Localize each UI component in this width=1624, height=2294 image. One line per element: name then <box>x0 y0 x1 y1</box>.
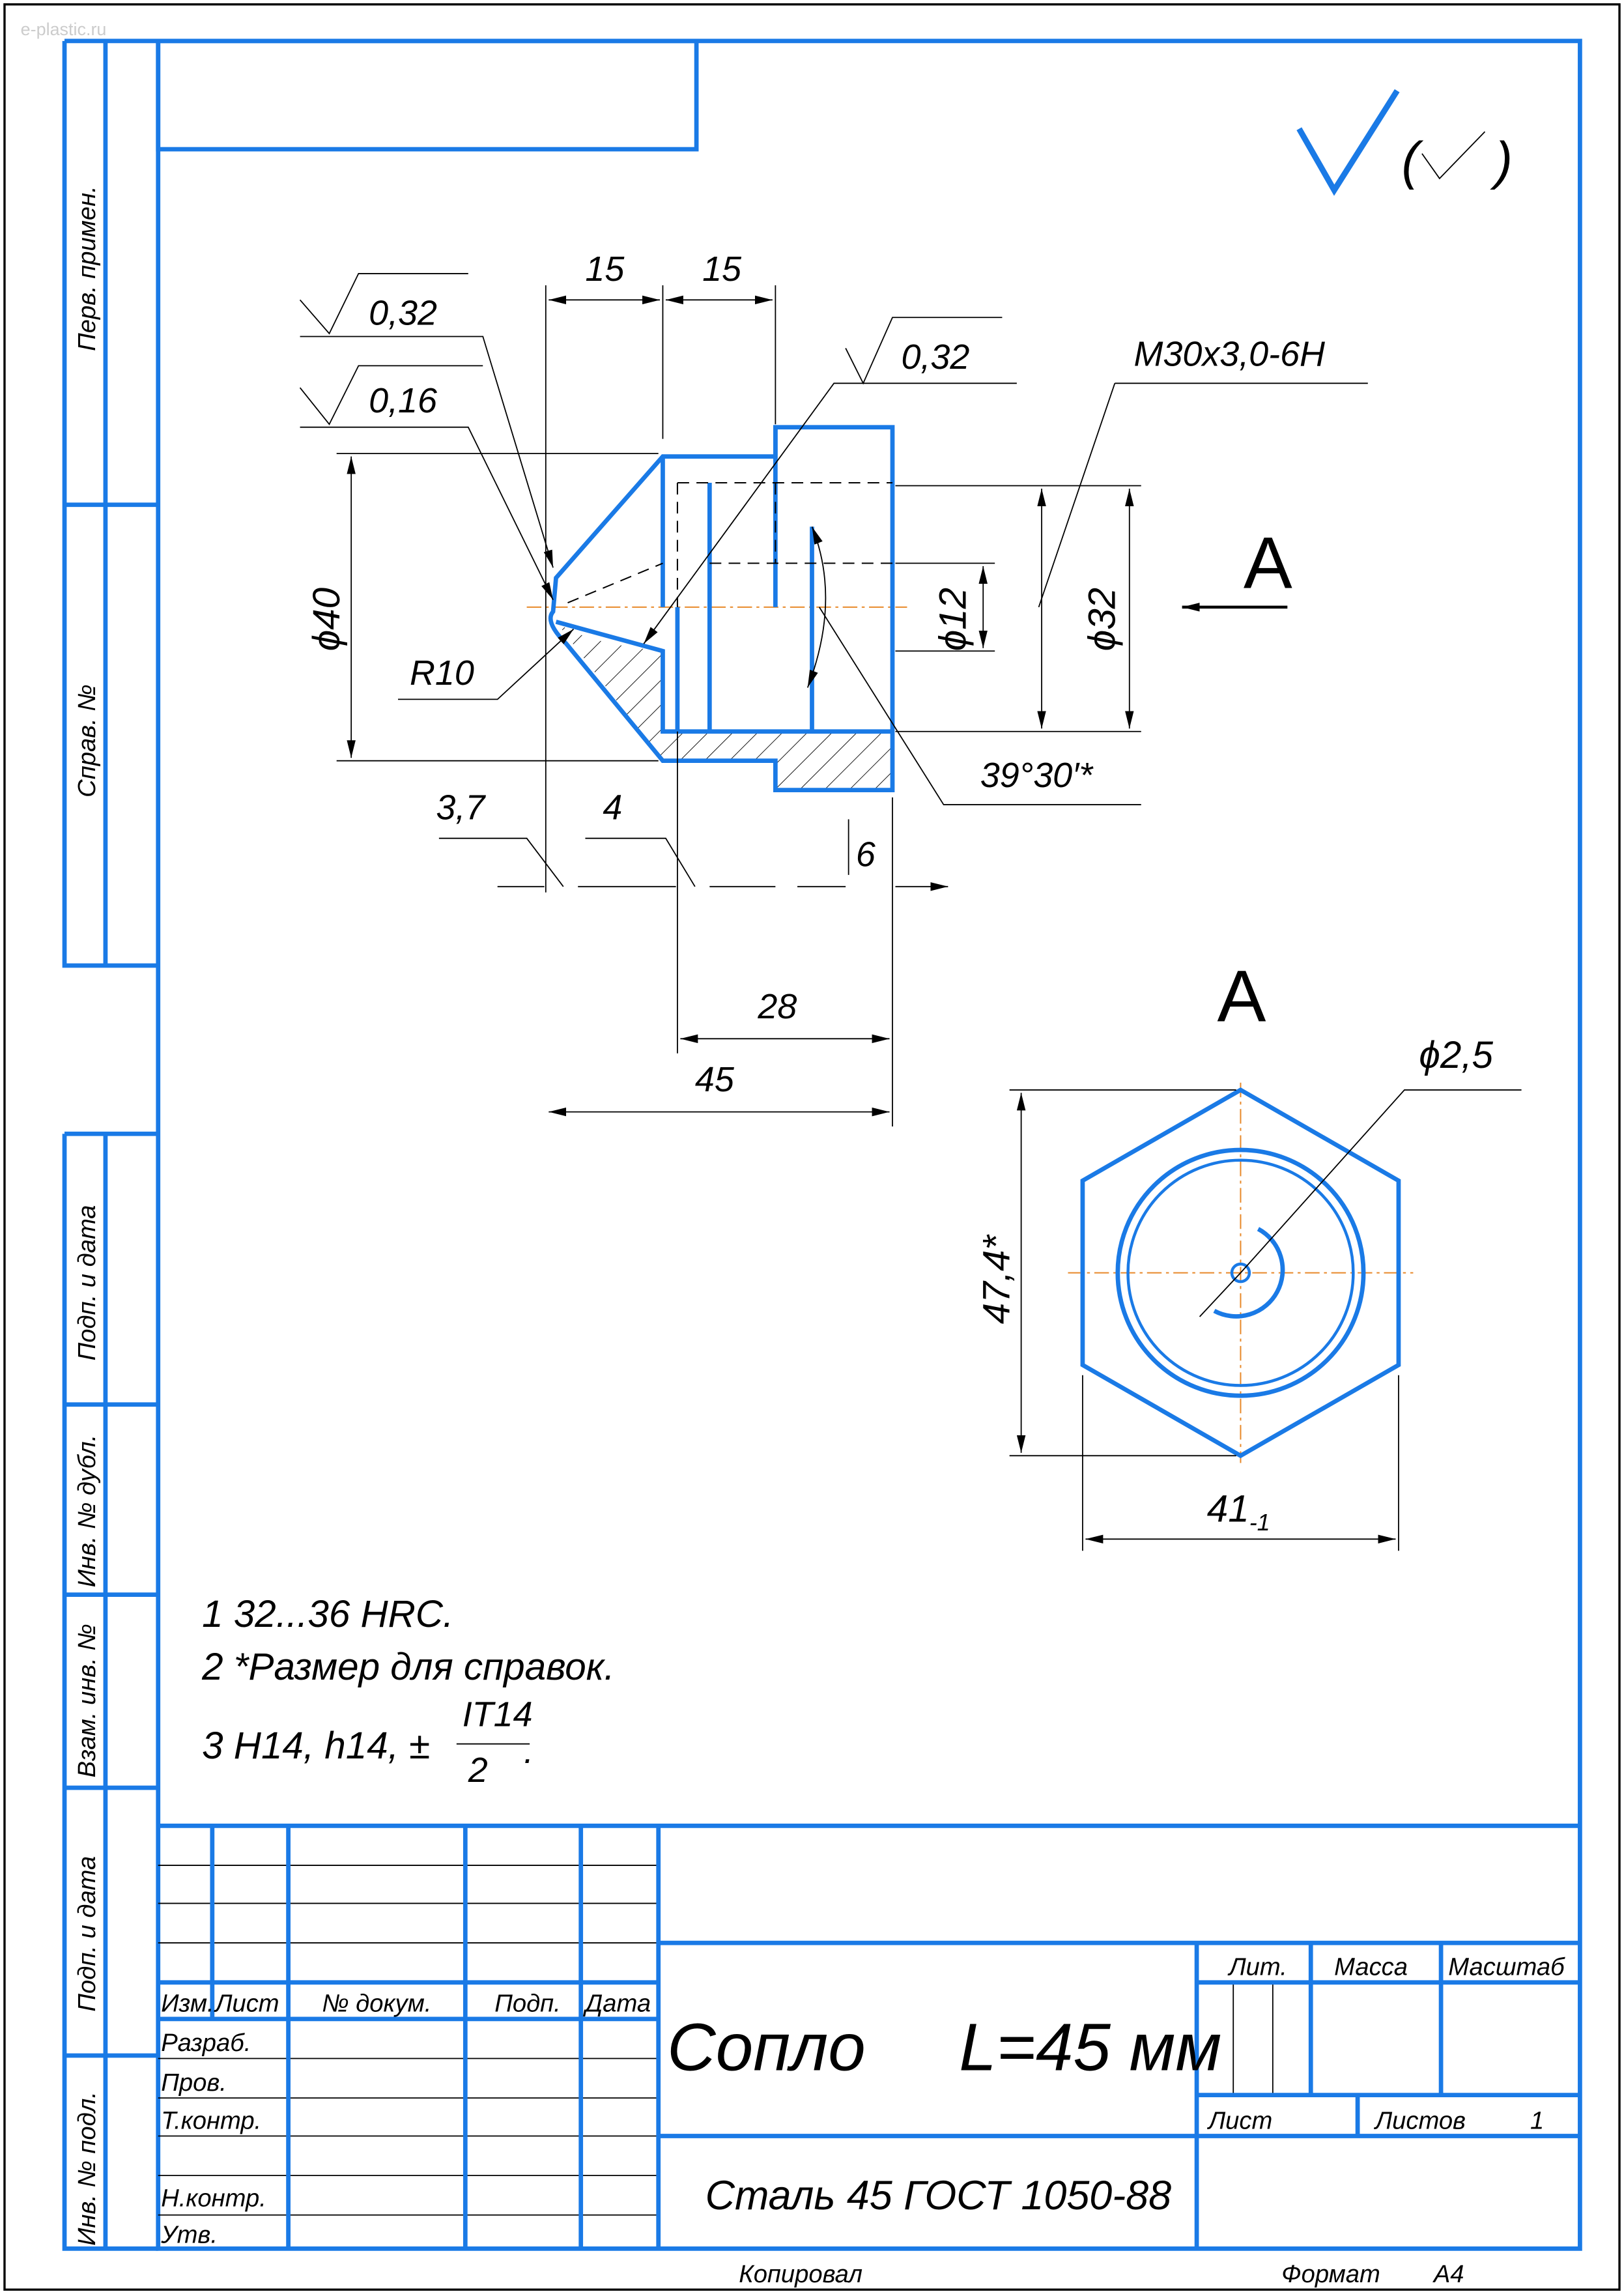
svg-text:(: ( <box>1401 132 1423 190</box>
outer-border <box>3 3 1621 2291</box>
roughness-label: 0,32 <box>369 294 437 333</box>
dim-label: 15 <box>585 250 625 289</box>
dim-label: R10 <box>410 653 474 693</box>
svg-text:): ) <box>1490 132 1513 190</box>
dim-label: 28 <box>757 987 797 1026</box>
note-fraction-num: IT14 <box>463 1695 533 1734</box>
view-title: A <box>1218 954 1266 1037</box>
general-roughness-symbol: ( ) <box>1296 89 1513 196</box>
col-header: Лист <box>213 1990 279 2018</box>
side-label: Взам. инв. № <box>73 1624 101 1777</box>
dim-label: 6 <box>856 835 876 874</box>
side-label: Подп. и дата <box>73 1205 101 1360</box>
roughness-label: 0,32 <box>901 337 969 377</box>
dim-label: ϕ40 <box>306 588 348 651</box>
note: 1 32...36 HRC. <box>202 1593 453 1635</box>
dim-label: 45 <box>695 1060 735 1099</box>
side-label: Инв. № дубл. <box>73 1435 101 1588</box>
material: Сталь 45 ГОСТ 1050-88 <box>705 2173 1172 2218</box>
col-header: Подп. <box>494 1990 561 2018</box>
side-label: Справ. № <box>73 684 101 797</box>
sheet-label: Лист <box>1206 2106 1272 2134</box>
dim-label: 47,4* <box>976 1234 1018 1325</box>
dim-label: 15 <box>702 250 742 289</box>
view-arrow-label: A <box>1244 522 1292 604</box>
view-a: A ϕ2,5 47,4* 41-1 <box>976 954 1522 1551</box>
dim-label: ϕ32 <box>1081 588 1123 651</box>
format-label: Формат <box>1281 2260 1380 2288</box>
col-header: № докум. <box>322 1990 431 2018</box>
dim-label: 41-1 <box>1207 1487 1270 1535</box>
dim-label: ϕ12 <box>932 588 974 651</box>
title-block: Изм. Лист № докум. Подп. Дата Разраб. Пр… <box>158 1824 1580 2288</box>
side-label: Инв. № подл. <box>73 2091 101 2246</box>
thread-label: M30x3,0-6H <box>1134 334 1326 373</box>
section-view: 0,32 0,16 0,32 M30x3,0-6H 15 15 ϕ40 ϕ12 … <box>299 250 1368 1127</box>
lit-label: Лит. <box>1227 1953 1287 1981</box>
scale-label: Масштаб <box>1448 1953 1565 1981</box>
dim-label: 39°30′* <box>980 756 1094 795</box>
hatch-area <box>556 622 893 790</box>
watermark: e-plastic.ru <box>21 20 107 39</box>
note: 2 *Размер для справок. <box>201 1646 614 1688</box>
col-header: Дата <box>582 1990 651 2018</box>
dim-label: ϕ2,5 <box>1419 1034 1493 1076</box>
role-label: Т.контр. <box>161 2106 261 2134</box>
technical-notes: 1 32...36 HRC. 2 *Размер для справок. 3 … <box>201 1593 614 1790</box>
note-end: . <box>524 1732 534 1771</box>
role-label: Разраб. <box>161 2029 251 2057</box>
copied-label: Копировал <box>739 2260 862 2288</box>
sheets-value: 1 <box>1530 2106 1544 2134</box>
note-fraction-den: 2 <box>468 1751 488 1790</box>
role-label: Пров. <box>161 2069 227 2097</box>
dim-label: 3,7 <box>436 788 486 827</box>
sheets-label: Листов <box>1373 2106 1466 2134</box>
side-label: Подп. и дата <box>73 1856 101 2012</box>
side-label: Перв. примен. <box>73 186 101 351</box>
format-value: A4 <box>1432 2260 1464 2288</box>
side-strip-labels: Перв. примен. Справ. № Подп. и дата Инв.… <box>73 186 101 2246</box>
col-header: Изм. <box>161 1990 214 2018</box>
note: 3 H14, h14, ± <box>202 1725 430 1767</box>
mass-label: Масса <box>1334 1953 1408 1981</box>
role-label: Утв. <box>160 2220 218 2248</box>
frame <box>62 38 1582 2251</box>
roughness-label: 0,16 <box>369 381 437 420</box>
part-name: Сопло L=45 мм <box>667 2009 1221 2084</box>
role-label: Н.контр. <box>161 2184 266 2212</box>
dim-label: 4 <box>603 788 622 827</box>
